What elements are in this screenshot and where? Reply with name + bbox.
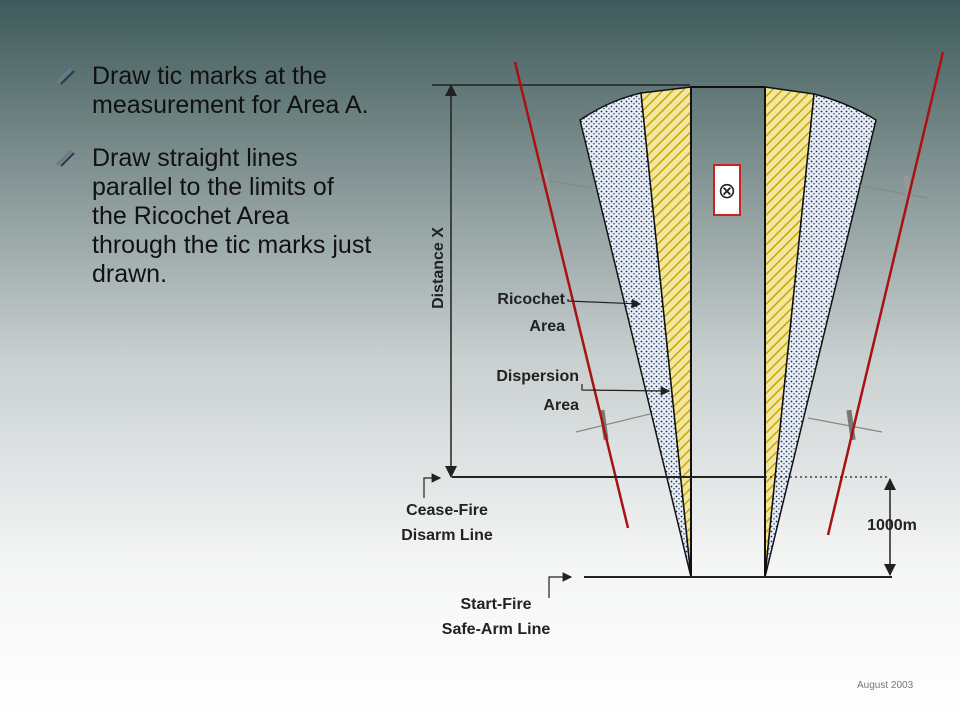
red-parallel-line-left bbox=[513, 61, 630, 529]
guide-line bbox=[807, 417, 883, 433]
ricochet-label: Area bbox=[529, 318, 565, 335]
footer-date: August 2003 bbox=[857, 680, 914, 691]
red-parallel-line-right bbox=[826, 51, 945, 536]
range-label: 1000m bbox=[867, 517, 917, 534]
bullet-arrow-icon bbox=[55, 149, 75, 167]
bullet-list: Draw tic marks at the measurement for Ar… bbox=[52, 62, 372, 313]
cease-fire-label: Disarm Line bbox=[401, 527, 493, 544]
bullet-text: Draw tic marks at the measurement for Ar… bbox=[92, 62, 369, 119]
ricochet-area-right bbox=[764, 93, 877, 578]
dispersion-pointer bbox=[581, 384, 671, 396]
ricochet-pointer bbox=[567, 298, 642, 309]
start-fire-label: Safe-Arm Line bbox=[442, 621, 551, 638]
guide-line bbox=[531, 177, 592, 189]
start-fire-label: Start-Fire bbox=[460, 596, 531, 613]
bullet-item: Draw tic marks at the measurement for Ar… bbox=[52, 62, 372, 120]
distance-x-label: Distance X bbox=[430, 227, 447, 309]
arrow-up-icon bbox=[884, 478, 896, 490]
guide-line bbox=[859, 185, 929, 199]
ricochet-area-left bbox=[579, 92, 692, 578]
dispersion-label: Dispersion bbox=[496, 368, 579, 385]
start-fire-pointer bbox=[548, 572, 573, 598]
arrow-down-icon bbox=[884, 564, 896, 576]
ricochet-label: Ricochet bbox=[497, 291, 565, 308]
dispersion-label: Area bbox=[543, 397, 579, 414]
center-lane bbox=[690, 86, 766, 577]
target-box bbox=[713, 164, 741, 216]
arrow-up-icon bbox=[445, 84, 457, 96]
bullet-text: Draw straight lines parallel to the limi… bbox=[92, 144, 372, 288]
cease-fire-label: Cease-Fire bbox=[406, 502, 488, 519]
arrow-down-icon bbox=[445, 466, 457, 478]
target-icon: ⊗ bbox=[718, 179, 736, 204]
bullet-arrow-icon bbox=[55, 67, 75, 85]
tic-mark bbox=[903, 175, 913, 207]
guide-line bbox=[575, 413, 651, 433]
bullet-item: Draw straight lines parallel to the limi… bbox=[52, 144, 372, 289]
cease-fire-pointer bbox=[423, 473, 442, 498]
